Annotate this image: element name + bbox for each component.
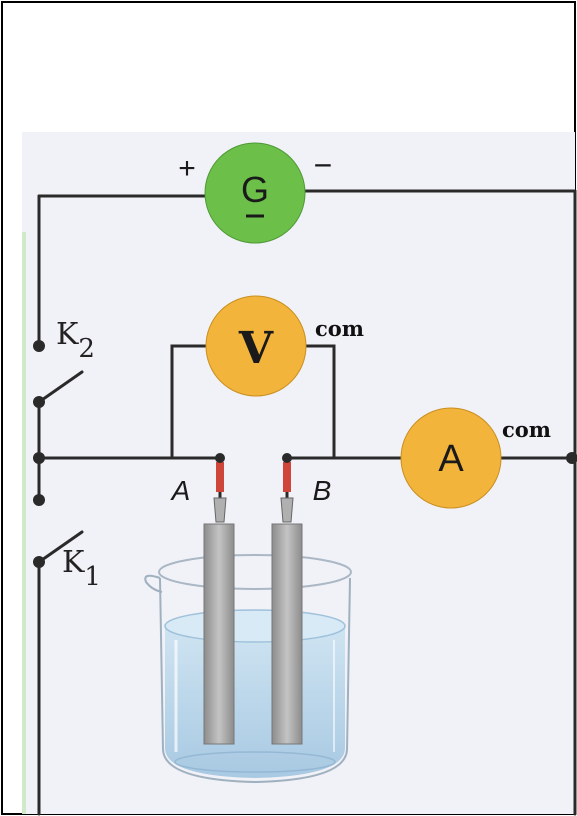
galvanometer: G + − — [178, 142, 333, 244]
electrode-b — [271, 453, 303, 745]
voltmeter: V com — [205, 295, 364, 397]
ammeter-com-label: com — [502, 417, 551, 442]
voltmeter-symbol: V — [238, 323, 274, 374]
switch-k1-label: K1 — [62, 545, 101, 592]
ammeter: A com — [400, 407, 551, 509]
switch-k2-subscript: 2 — [78, 334, 95, 364]
switch-k1: K1 — [33, 494, 101, 592]
galvanometer-plus: + — [178, 152, 196, 185]
electrode-a-label: A — [170, 475, 191, 506]
node-junction-right — [566, 452, 577, 464]
panel-left-stripe — [22, 232, 26, 814]
galvanometer-minus: − — [314, 147, 333, 183]
electrode-a — [203, 453, 235, 745]
circuit-wires — [37, 189, 577, 816]
electrode-b-label: B — [313, 475, 332, 506]
ammeter-symbol: A — [438, 438, 464, 480]
switch-k2: K2 — [33, 317, 95, 408]
switch-k2-letter: K — [56, 317, 79, 352]
switch-k2-label: K2 — [56, 317, 95, 364]
switch-k1-letter: K — [62, 545, 85, 580]
voltmeter-com-label: com — [315, 316, 364, 341]
galvanometer-symbol: G — [241, 169, 269, 210]
switch-k1-subscript: 1 — [84, 562, 101, 592]
node-junction-left — [33, 452, 45, 464]
